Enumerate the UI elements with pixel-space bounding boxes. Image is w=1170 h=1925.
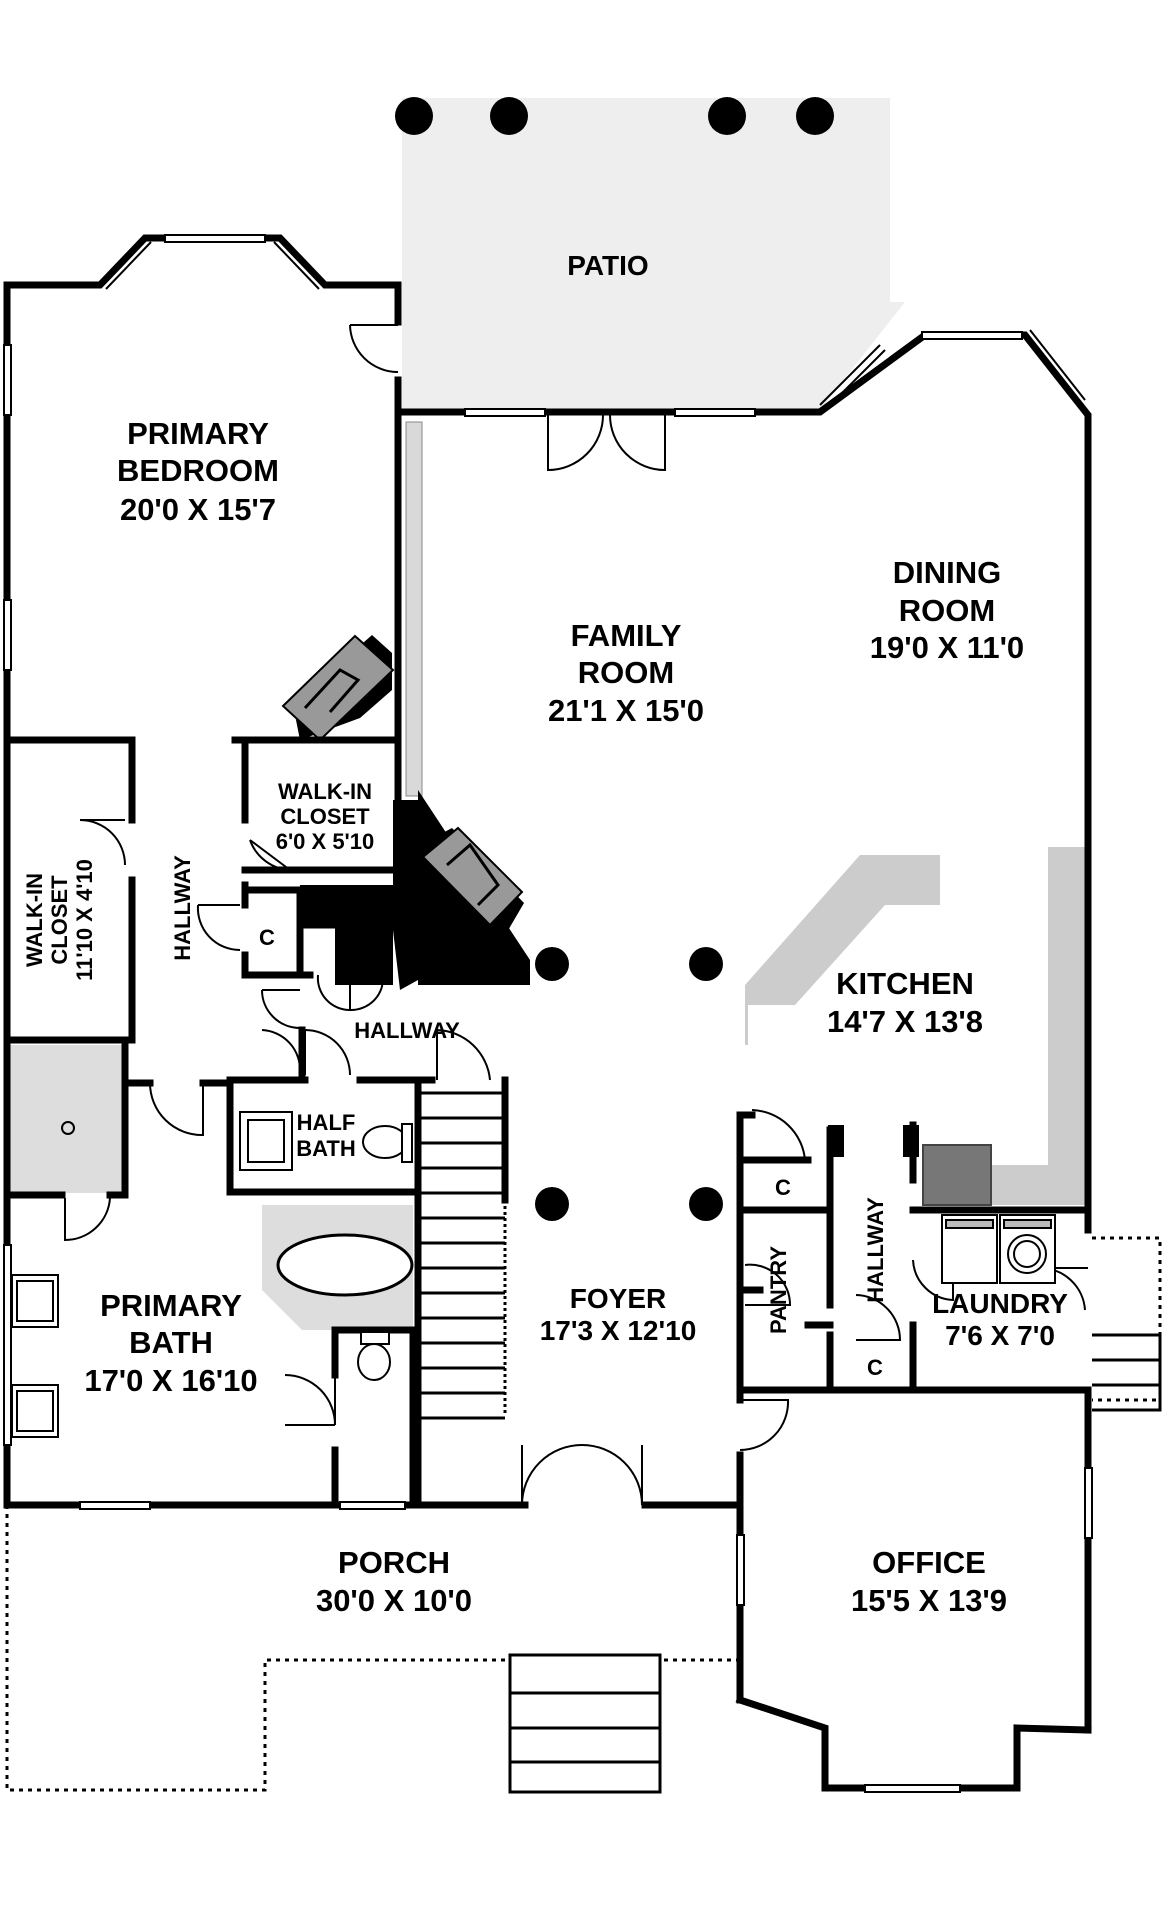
bay-windows: [99, 237, 1086, 411]
walkin-closet-small-name-2: CLOSET: [280, 804, 370, 829]
primary-bedroom-name-1: PRIMARY: [127, 416, 269, 451]
patio-area: [395, 97, 905, 410]
range: [922, 1144, 992, 1206]
sink-primary-2: [11, 1384, 59, 1438]
walkin-closet-small-name-1: WALK-IN: [278, 779, 372, 804]
dining-room-size: 19'0 X 11'0: [870, 630, 1024, 665]
bath-fixtures: [11, 1111, 413, 1438]
foyer-size: 17'3 X 12'10: [540, 1315, 697, 1346]
family-room-name-1: FAMILY: [571, 618, 682, 653]
porch-size: 30'0 X 10'0: [316, 1583, 472, 1618]
patio-column: [796, 97, 834, 135]
column: [689, 947, 723, 981]
primary-bath-name-1: PRIMARY: [100, 1288, 242, 1323]
fixtures: [10, 421, 1090, 1330]
patio-column: [395, 97, 433, 135]
primary-bedroom-size: 20'0 X 15'7: [120, 492, 276, 527]
patio-label: PATIO: [567, 250, 648, 281]
column: [535, 947, 569, 981]
closet-label-3: C: [775, 1175, 791, 1200]
stairs: [418, 1091, 507, 1420]
laundry-appliances: [941, 1214, 1056, 1284]
closet-label-2: C: [342, 940, 358, 965]
half-bath-name-1: HALF: [297, 1110, 356, 1135]
walkin-closet-left-name-1: WALK-IN: [22, 873, 47, 967]
doors: [64, 324, 1088, 1506]
fireplace-bedroom: [281, 634, 395, 742]
office-size: 15'5 X 13'9: [851, 1583, 1007, 1618]
column: [535, 1187, 569, 1221]
laundry-steps: [1092, 1333, 1162, 1412]
walkin-closet-small-size: 6'0 X 5'10: [276, 829, 375, 854]
foyer-name: FOYER: [570, 1283, 666, 1314]
shower: [10, 1045, 122, 1193]
porch-steps: [508, 1653, 662, 1794]
column: [689, 1187, 723, 1221]
primary-bedroom-name-2: BEDROOM: [117, 453, 279, 488]
hallway-right-label: HALLWAY: [863, 1197, 888, 1303]
porch-outline: [5, 1236, 1162, 1792]
toilet-half-bath: [362, 1125, 408, 1159]
shower-drain: [61, 1121, 75, 1135]
toilet-primary-bath: [357, 1343, 391, 1381]
office-name: OFFICE: [872, 1545, 986, 1580]
hall-counter: [405, 421, 423, 797]
dining-room-name-1: DINING: [893, 555, 1002, 590]
hallway-left-label: HALLWAY: [170, 855, 195, 961]
closet-label-1: C: [259, 925, 275, 950]
porch-name: PORCH: [338, 1545, 450, 1580]
laundry-size: 7'6 X 7'0: [945, 1320, 1055, 1351]
fireplace-family: [420, 826, 524, 944]
half-bath-name-2: BATH: [296, 1136, 355, 1161]
patio-column: [490, 97, 528, 135]
walkin-closet-left-name-2: CLOSET: [47, 875, 72, 965]
kitchen-island: [745, 855, 940, 1045]
family-room-size: 21'1 X 15'0: [548, 693, 704, 728]
kitchen-counter: [988, 847, 1090, 1205]
interior-columns: [535, 947, 723, 1221]
kitchen-name: KITCHEN: [836, 966, 974, 1001]
windows: [3, 234, 1093, 1793]
bathtub: [276, 1233, 414, 1297]
pantry-label: PANTRY: [766, 1246, 791, 1334]
laundry-name: LAUNDRY: [932, 1288, 1068, 1319]
kitchen-size: 14'7 X 13'8: [827, 1004, 983, 1039]
primary-bath-name-2: BATH: [129, 1325, 213, 1360]
wall-blocks: [828, 1125, 919, 1157]
patio-column: [708, 97, 746, 135]
walkin-closet-left-size: 11'10 X 4'10: [72, 859, 97, 981]
primary-bath-size: 17'0 X 16'10: [84, 1363, 257, 1398]
sink-primary-1: [11, 1274, 59, 1328]
closet-label-4: C: [867, 1355, 883, 1380]
hallway-center-label: HALLWAY: [354, 1018, 460, 1043]
family-room-name-2: ROOM: [578, 655, 674, 690]
dining-room-name-2: ROOM: [899, 593, 995, 628]
